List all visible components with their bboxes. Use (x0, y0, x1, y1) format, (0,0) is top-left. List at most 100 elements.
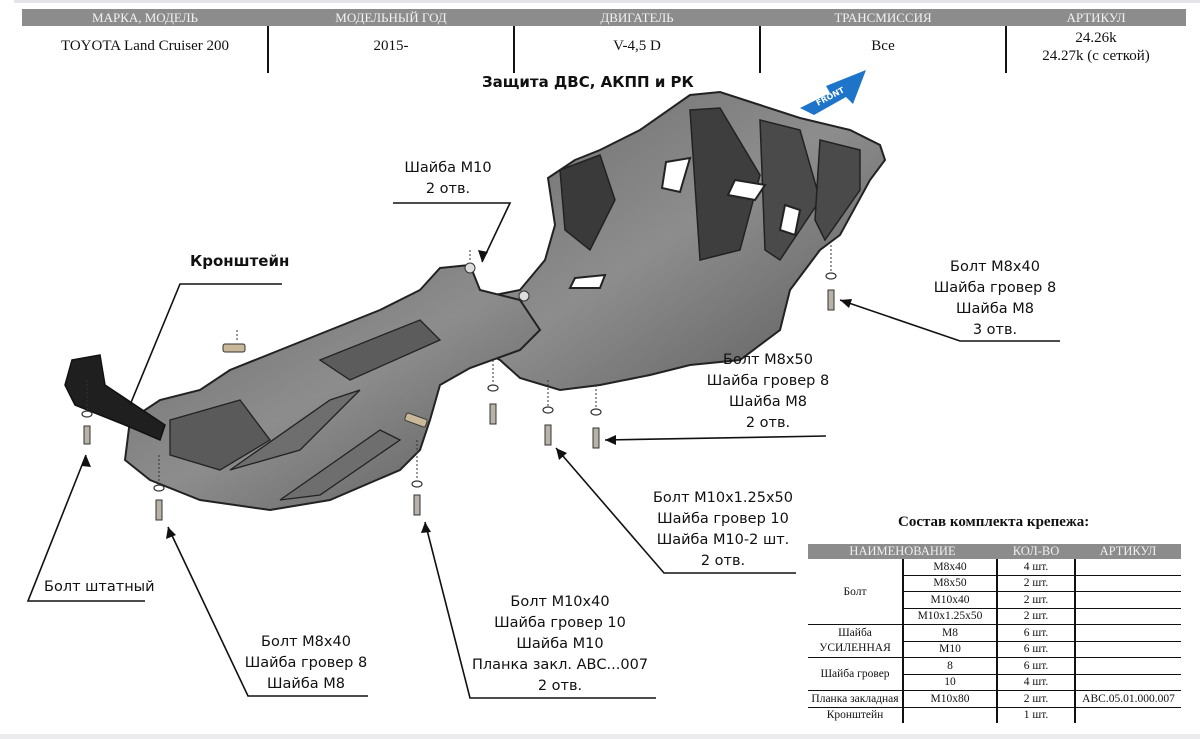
callout-line: Шайба гровер 8 (706, 373, 830, 389)
callout-line: 2 отв. (425, 181, 471, 197)
callout-bolt-m10x40: Болт М10х40 Шайба гровер 10 Шайба М10 Пл… (470, 592, 650, 697)
value-engine: V-4,5 D (613, 38, 661, 54)
callout-line: Шайба М8 (956, 301, 1034, 317)
group-washer-reinforced: Шайба УСИЛЕННАЯ (808, 624, 903, 658)
kit-qty: 6 шт. (997, 624, 1076, 642)
rib (229, 389, 361, 471)
column-article: АРТИКУЛ (1066, 10, 1126, 25)
rib (559, 154, 616, 252)
kit-size: М8х50 (902, 575, 998, 592)
leader-bolt-m10x40 (424, 521, 656, 699)
kit-qty: 4 шт. (997, 674, 1076, 691)
leader-bolt-stock (26, 454, 145, 602)
skid-plate-transfer-section (123, 263, 542, 512)
group-plate: Планка закладная (808, 690, 903, 708)
washer-icon (825, 272, 837, 280)
skid-plate-engine-section (438, 90, 887, 392)
leader-washer-m10 (393, 202, 512, 263)
arrowhead (556, 448, 567, 460)
kit-size: 10 (902, 674, 998, 691)
bolt-icon (83, 425, 91, 445)
kit-qty: 2 шт. (997, 608, 1076, 625)
kit-size: М10 (902, 641, 998, 658)
washer-icon (590, 408, 602, 416)
bracket-part (64, 354, 166, 442)
kit-article (1075, 559, 1181, 576)
column-divider (759, 26, 761, 73)
kit-size: М10х1.25х50 (902, 608, 998, 625)
callout-line: Шайба М8 (267, 676, 345, 692)
callout-line: 2 отв. (700, 553, 746, 569)
front-arrow-icon: FRONT (800, 70, 866, 115)
callout-line: Болт М10х40 (510, 594, 610, 610)
kit-size: М10х80 (902, 690, 998, 708)
article-primary: 24.26k (1075, 30, 1117, 46)
embedded-plate (222, 343, 246, 353)
leader-bolt-m8x40-left (167, 526, 368, 697)
kit-qty: 2 шт. (997, 690, 1076, 708)
washer-icon (81, 410, 93, 418)
table-row: Кронштейн 1 шт. (808, 707, 1181, 723)
kit-article (1075, 608, 1181, 625)
embedded-plate (404, 412, 428, 428)
callout-bracket: Кронштейн (190, 252, 290, 270)
bolt-icon (592, 427, 600, 449)
leader-bolt-m8x50 (604, 435, 827, 441)
value-make-model: TOYOTA Land Cruiser 200 (60, 38, 230, 54)
kit-size: 8 (902, 657, 998, 675)
column-model-year: МОДЕЛЬНЫЙ ГОД (335, 10, 447, 25)
arrowhead (421, 522, 431, 533)
table-row: М10х1.25х50 2 шт. (808, 608, 1181, 625)
kit-col-qty: КОЛ-ВО (997, 544, 1075, 559)
column-engine: ДВИГАТЕЛЬ (600, 10, 674, 25)
callout-line: 2 отв. (745, 415, 791, 431)
vent-hole (568, 273, 607, 289)
kit-qty: 2 шт. (997, 575, 1076, 592)
arrowhead (478, 250, 488, 262)
kit-article (1075, 591, 1181, 609)
top-border (14, 0, 1200, 3)
vehicle-info-header: МАРКА, МОДЕЛЬ МОДЕЛЬНЫЙ ГОД ДВИГАТЕЛЬ ТР… (22, 9, 1186, 26)
table-row: М10х40 2 шт. (808, 591, 1181, 609)
washer-icon (542, 406, 554, 414)
callout-washer-m10: Шайба М10 2 отв. (392, 158, 504, 200)
callout-line: 2 отв. (537, 678, 583, 694)
kit-header-row: НАИМЕНОВАНИЕ КОЛ-ВО АРТИКУЛ (808, 544, 1181, 559)
kit-article (1075, 575, 1181, 592)
kit-col-name: НАИМЕНОВАНИЕ (808, 544, 997, 559)
arrowhead (82, 455, 91, 467)
value-model-year: 2015- (373, 38, 409, 54)
washer-icon (411, 480, 423, 488)
washer-icon (464, 262, 476, 274)
table-row: Болт М8х40 4 шт. (808, 559, 1181, 625)
value-article: 24.26k 24.27k (с сеткой) (1006, 29, 1186, 65)
callout-line: Болт М8х40 (261, 634, 351, 650)
column-divider (267, 26, 269, 73)
kit-size: М10х40 (902, 591, 998, 609)
table-row: М8х50 2 шт. (808, 575, 1181, 592)
arrowhead (605, 435, 616, 445)
group-label: Шайба (838, 627, 872, 639)
kit-size: М8 (902, 624, 998, 642)
kit-article (1075, 657, 1181, 675)
group-bracket: Кронштейн (826, 709, 884, 722)
rib (814, 139, 861, 242)
callout-line: Шайба М10 (404, 160, 492, 176)
vent-hole (726, 178, 767, 202)
table-row: Шайба гровер 8 6 шт. (808, 657, 1181, 691)
kit-article (1075, 624, 1181, 642)
callout-line: Шайба гровер 10 (657, 511, 789, 527)
callout-line: Шайба М10-2 шт. (656, 532, 790, 548)
bottom-border (0, 734, 1200, 739)
washer-icon (153, 484, 165, 492)
kit-qty: 6 шт. (997, 657, 1076, 675)
callout-line: Шайба гровер 10 (494, 615, 626, 631)
column-divider (1005, 26, 1007, 73)
group-washer-grover: Шайба гровер (808, 657, 903, 691)
column-transmission: ТРАНСМИССИЯ (834, 10, 932, 25)
kit-size: М8х40 (902, 559, 998, 576)
leader-bolt-right (839, 299, 1060, 342)
washer-icon (487, 384, 499, 392)
table-row: Шайба УСИЛЕННАЯ М8 6 шт. (808, 624, 1181, 658)
kit-title: Состав комплекта крепежа: (898, 514, 1090, 530)
